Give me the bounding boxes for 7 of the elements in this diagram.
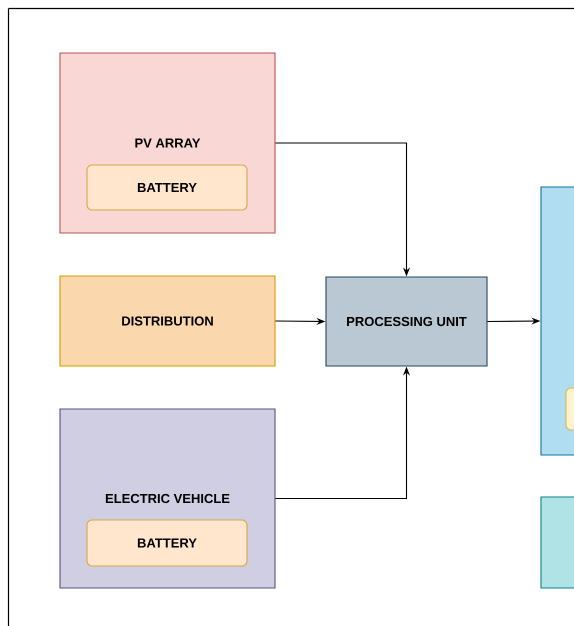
output-box [540,496,574,589]
process-box: PROCESSING UNIT [325,276,488,367]
component-box: BATTERY [86,164,248,211]
component-box [565,387,574,431]
source-box: DISTRIBUTION [59,275,276,367]
output-box [540,186,574,456]
component-box: BATTERY [86,519,248,567]
